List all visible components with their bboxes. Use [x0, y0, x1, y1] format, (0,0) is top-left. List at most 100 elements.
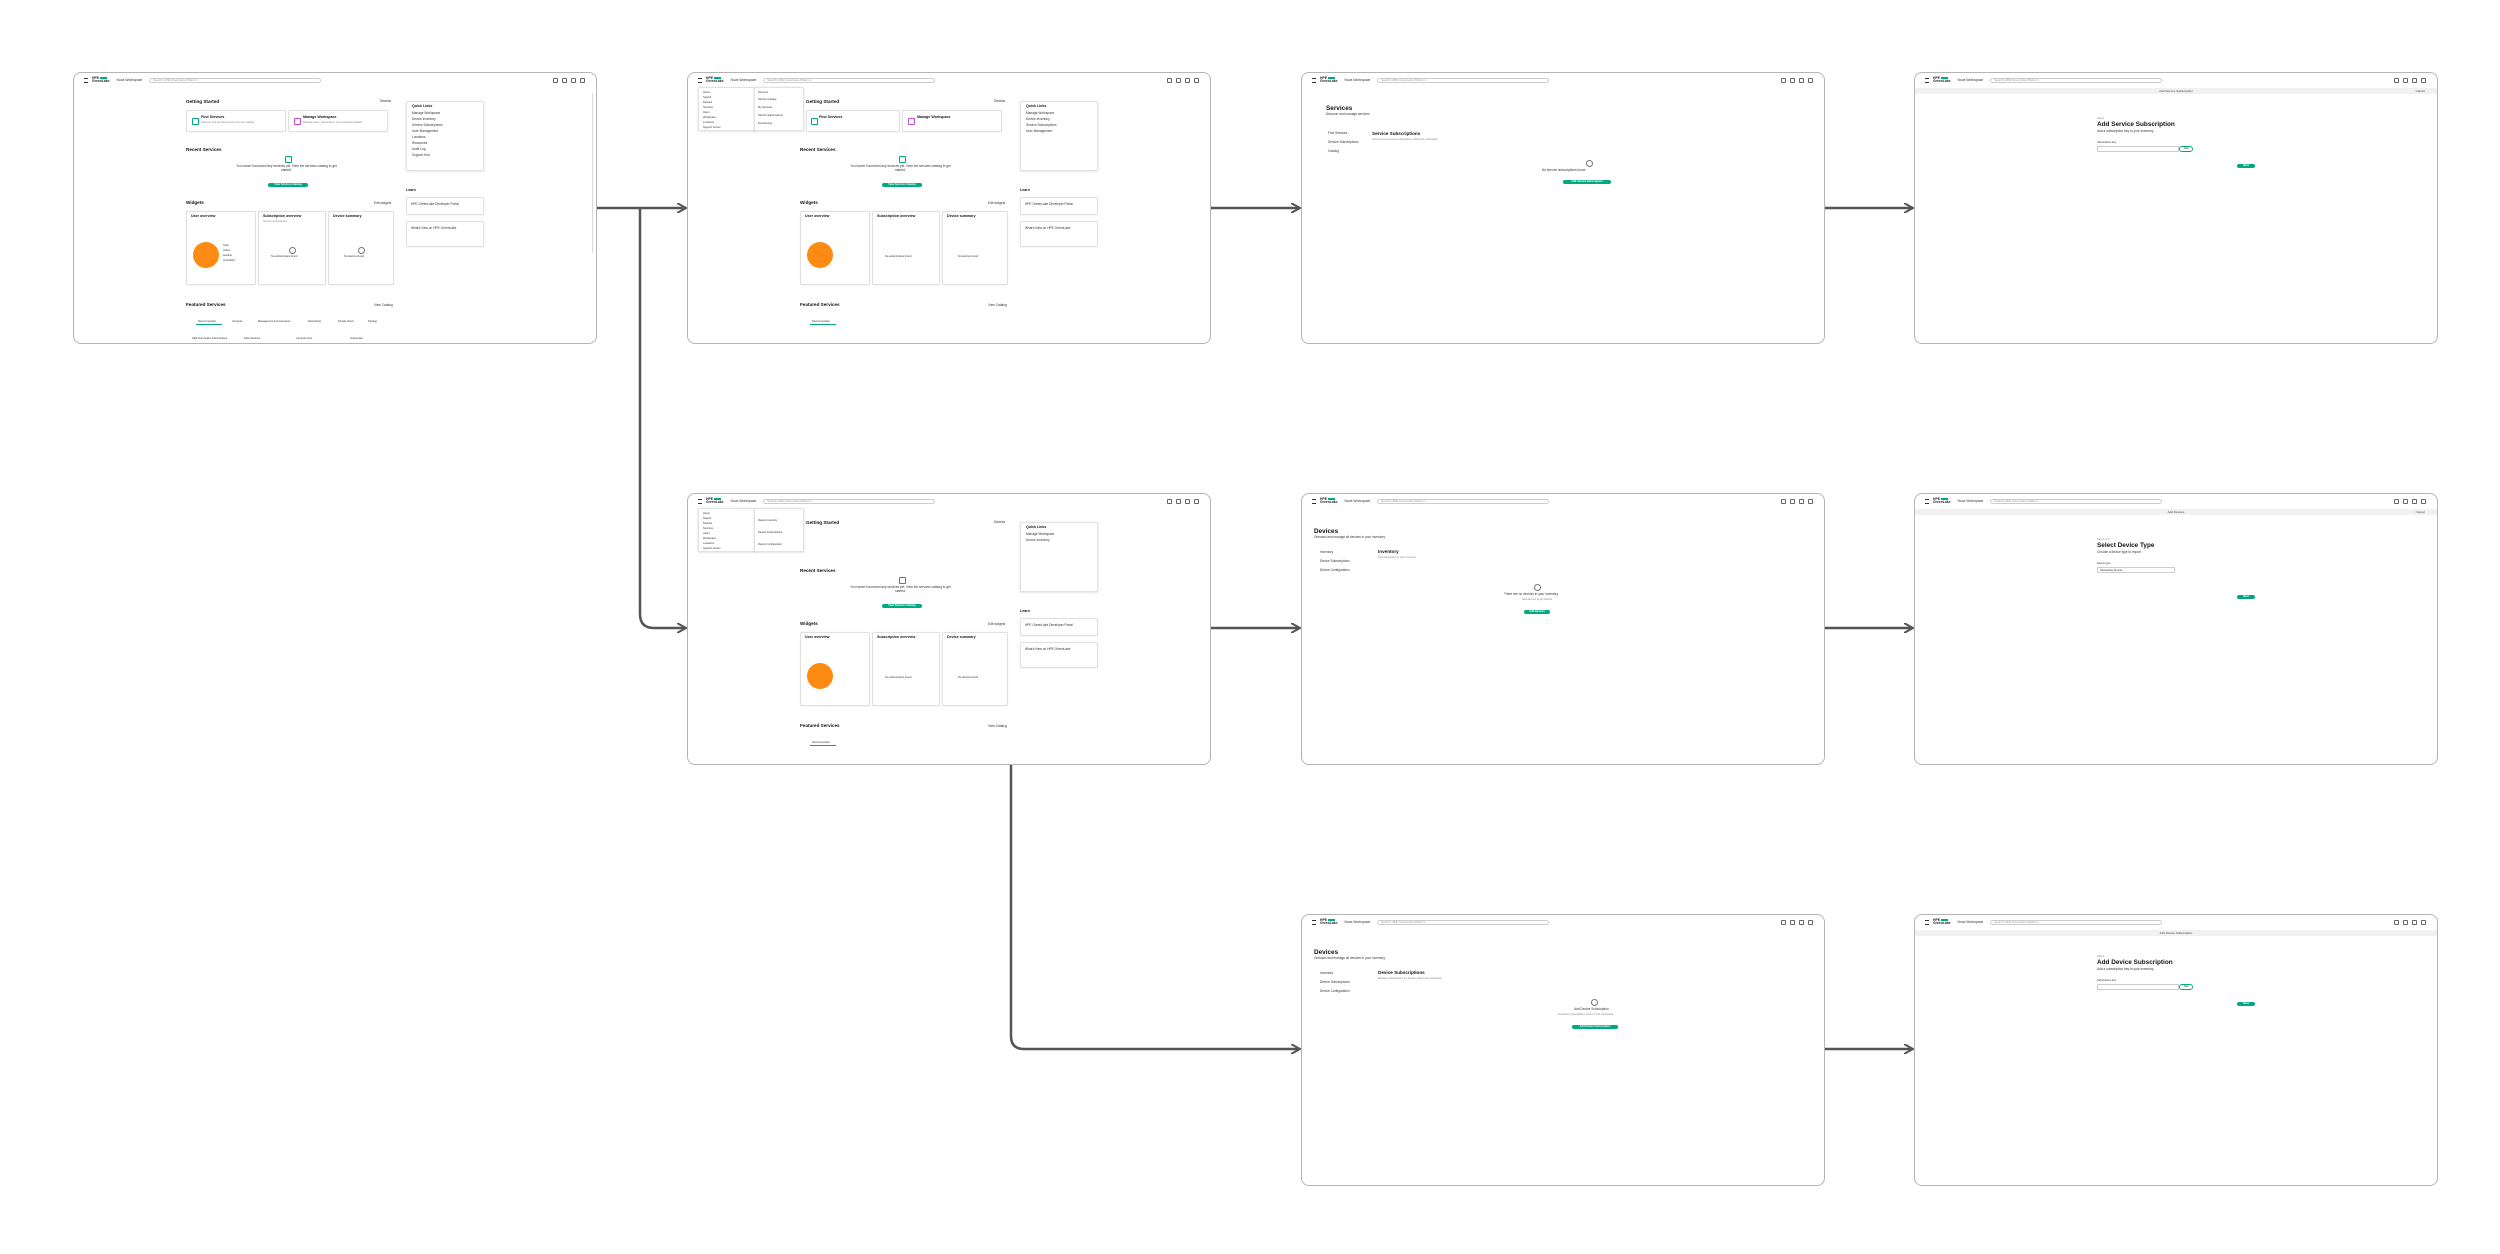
- featured-tab[interactable]: Compute: [232, 320, 243, 323]
- help-icon[interactable]: [1167, 499, 1172, 504]
- add-button[interactable]: Add: [2179, 146, 2193, 152]
- side-nav-item[interactable]: Device Subscriptions: [1320, 559, 1350, 563]
- search-input[interactable]: Search HPE GreenLake Platform: [1377, 498, 1550, 504]
- learn-card[interactable]: What's New on HPE GreenLake: [406, 221, 484, 247]
- apps-icon[interactable]: [2403, 78, 2408, 83]
- user-icon[interactable]: [1808, 78, 1813, 83]
- find-services-card[interactable]: Find Services Discover and launch servic…: [186, 110, 286, 132]
- workspace-selector[interactable]: Nova Workspace: [116, 78, 143, 82]
- user-icon[interactable]: [2421, 920, 2426, 925]
- user-icon[interactable]: [1194, 499, 1199, 504]
- dismiss-link[interactable]: Dismiss: [380, 99, 392, 103]
- workspace-selector[interactable]: Nova Workspace: [730, 499, 757, 503]
- help-icon[interactable]: [2394, 499, 2399, 504]
- next-button[interactable]: Next: [2237, 1002, 2255, 1007]
- help-icon[interactable]: [2394, 920, 2399, 925]
- apps-icon[interactable]: [1176, 78, 1181, 83]
- user-icon[interactable]: [1808, 920, 1813, 925]
- menu-icon[interactable]: [698, 498, 702, 504]
- featured-tab[interactable]: Storage: [368, 320, 378, 323]
- apps-icon[interactable]: [1790, 920, 1795, 925]
- search-input[interactable]: Search HPE GreenLake Platform: [763, 77, 936, 83]
- menu-icon[interactable]: [1925, 919, 1929, 925]
- help-icon[interactable]: [553, 78, 558, 83]
- workspace-selector[interactable]: Nova Workspace: [1957, 78, 1984, 82]
- add-service-subscription-button[interactable]: Add Service Subscription: [1563, 180, 1611, 185]
- featured-tab[interactable]: Private Cloud: [338, 320, 354, 323]
- workspace-selector[interactable]: Nova Workspace: [1957, 499, 1984, 503]
- workspace-selector[interactable]: Nova Workspace: [1344, 920, 1371, 924]
- notifications-icon[interactable]: [1185, 499, 1190, 504]
- search-input[interactable]: Search HPE GreenLake Platform: [1990, 77, 2163, 83]
- user-icon[interactable]: [1808, 499, 1813, 504]
- workspace-selector[interactable]: Nova Workspace: [1957, 920, 1984, 924]
- user-icon[interactable]: [580, 78, 585, 83]
- help-icon[interactable]: [1167, 78, 1172, 83]
- featured-tab[interactable]: Management & Governance: [258, 320, 291, 323]
- apps-icon[interactable]: [2403, 499, 2408, 504]
- edit-widgets-link[interactable]: Edit widgets: [374, 201, 392, 205]
- user-icon[interactable]: [1194, 78, 1199, 83]
- notifications-icon[interactable]: [2412, 78, 2417, 83]
- add-device-subscription-button[interactable]: Add Device Subscription: [1572, 1025, 1618, 1030]
- add-devices-button[interactable]: Add Devices: [1524, 610, 1550, 615]
- cancel-button[interactable]: Cancel: [2415, 89, 2425, 93]
- apps-icon[interactable]: [1176, 499, 1181, 504]
- side-nav-item[interactable]: Service Subscriptions: [1328, 140, 1359, 144]
- search-input[interactable]: Search HPE GreenLake Platform: [1377, 919, 1550, 925]
- help-icon[interactable]: [1781, 920, 1786, 925]
- search-input[interactable]: Search HPE GreenLake Platform: [763, 498, 936, 504]
- workspace-selector[interactable]: Nova Workspace: [730, 78, 757, 82]
- apps-icon[interactable]: [562, 78, 567, 83]
- menu-icon[interactable]: [1925, 77, 1929, 83]
- manage-workspace-card[interactable]: Manage Workspace Manage users, permissio…: [288, 110, 388, 132]
- help-icon[interactable]: [1781, 499, 1786, 504]
- user-icon[interactable]: [2421, 78, 2426, 83]
- side-nav-item[interactable]: Catalog: [1328, 149, 1339, 153]
- view-catalog-button[interactable]: View Services Catalog: [268, 183, 308, 188]
- notifications-icon[interactable]: [1799, 920, 1804, 925]
- side-nav-item[interactable]: Device Subscriptions: [1320, 980, 1350, 984]
- search-input[interactable]: Search HPE GreenLake Platform: [1990, 919, 2163, 925]
- help-icon[interactable]: [1781, 78, 1786, 83]
- scrollbar[interactable]: [591, 93, 593, 253]
- workspace-selector[interactable]: Nova Workspace: [1344, 499, 1371, 503]
- subscription-key-input[interactable]: [2097, 984, 2179, 990]
- notifications-icon[interactable]: [2412, 499, 2417, 504]
- menu-icon[interactable]: [1312, 919, 1316, 925]
- search-input[interactable]: Search HPE GreenLake Platform: [1990, 498, 2163, 504]
- menu-icon[interactable]: [84, 77, 88, 83]
- help-icon[interactable]: [2394, 78, 2399, 83]
- notifications-icon[interactable]: [1185, 78, 1190, 83]
- user-icon[interactable]: [2421, 499, 2426, 504]
- cancel-button[interactable]: Cancel: [2415, 510, 2425, 514]
- notifications-icon[interactable]: [2412, 920, 2417, 925]
- view-catalog-link[interactable]: View Catalog: [374, 303, 393, 307]
- next-button[interactable]: Next: [2237, 164, 2255, 169]
- next-button[interactable]: Next: [2237, 595, 2255, 600]
- device-type-select[interactable]: Networking devices: [2097, 567, 2175, 573]
- add-button[interactable]: Add: [2179, 984, 2193, 990]
- menu-icon[interactable]: [698, 77, 702, 83]
- featured-tab[interactable]: Recommended: [198, 320, 216, 323]
- workspace-selector[interactable]: Nova Workspace: [1344, 78, 1371, 82]
- search-input[interactable]: Search HPE GreenLake Platform: [1377, 77, 1550, 83]
- menu-icon[interactable]: [1312, 77, 1316, 83]
- side-nav-item[interactable]: Device Configuration: [1320, 568, 1350, 572]
- side-nav-item[interactable]: Device Configuration: [1320, 989, 1350, 993]
- notifications-icon[interactable]: [571, 78, 576, 83]
- side-nav-item[interactable]: Inventory: [1320, 550, 1334, 554]
- side-nav-item[interactable]: Inventory: [1320, 971, 1334, 975]
- apps-icon[interactable]: [1790, 78, 1795, 83]
- menu-icon[interactable]: [1312, 498, 1316, 504]
- menu-icon[interactable]: [1925, 498, 1929, 504]
